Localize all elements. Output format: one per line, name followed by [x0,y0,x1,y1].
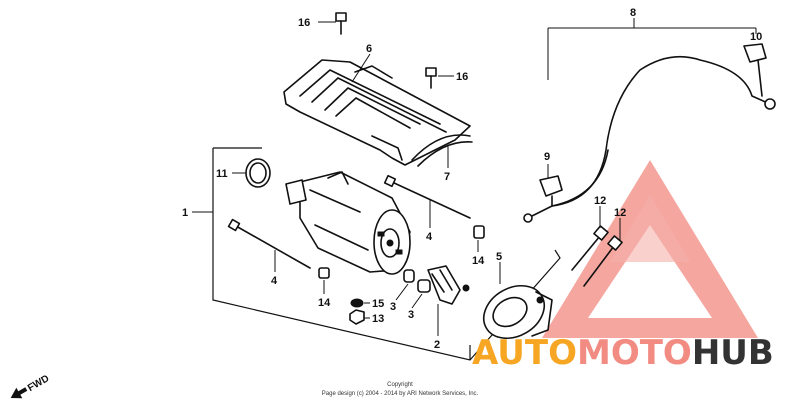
callout-16-top: 16 [298,17,310,29]
callout-12-left: 12 [594,195,606,207]
callout-14-lower: 14 [318,297,331,309]
bushing-3-right [417,279,431,293]
callout-8: 8 [630,7,636,19]
watermark-moto: MOTO [577,333,692,373]
svg-text:AUTOMOTOHUB: AUTOMOTOHUB [472,333,774,373]
callout-labels: 16 6 16 7 8 10 9 11 1 4 4 14 14 5 12 12 … [182,7,762,351]
cover-seal [411,134,473,167]
cable-terminal-9 [539,175,563,207]
fwd-arrow-icon [10,387,28,399]
watermark-triangle [542,160,758,338]
bolt-16-mid [425,67,437,89]
rear-cover [483,284,553,340]
starter-cover [283,59,471,166]
o-ring [245,158,271,188]
callout-16-mid: 16 [456,71,468,83]
bolt-12-right [583,235,623,287]
callout-13: 13 [372,313,384,325]
brush-holder [427,265,470,305]
callout-9: 9 [544,151,550,163]
callout-6: 6 [366,43,372,55]
callout-3-left: 3 [390,301,396,313]
watermark-auto: AUTO [472,333,577,373]
callout-12-right: 12 [614,207,626,219]
fwd-indicator: FWD [10,373,51,399]
nut-13 [349,309,365,325]
nut-14-right [473,225,485,239]
callout-2: 2 [434,339,440,351]
watermark-logo [542,160,758,338]
callout-3-right: 3 [408,309,414,321]
bolt-12-left [571,225,609,271]
washer-15 [350,298,364,308]
callout-4-lower: 4 [271,275,278,287]
copyright-text: Page design (c) 2004 - 2014 by ARI Netwo… [322,391,479,397]
callout-10: 10 [750,31,762,43]
copyright-title: Copyright [387,382,413,388]
starter-cable [523,55,771,223]
leader-lines [192,18,757,336]
assembly-frame [212,147,561,361]
callout-1: 1 [182,207,188,219]
through-bolt-upper [383,174,471,219]
callout-7: 7 [444,171,450,183]
callout-14-right: 14 [472,255,485,267]
terminal-cap-10 [743,43,776,110]
starter-motor [285,171,411,275]
callout-4-upper: 4 [426,231,433,243]
bushing-3-left [403,269,415,283]
bolt-16-top [335,12,347,35]
callout-11: 11 [216,168,228,180]
callout-5: 5 [496,251,502,263]
fwd-label: FWD [26,373,51,394]
nut-14-lower [318,267,330,279]
watermark-text: AUTOMOTOHUB [472,333,774,373]
watermark-hub: HUB [692,333,774,373]
through-bolt-lower [227,218,311,269]
callout-15: 15 [372,298,384,310]
